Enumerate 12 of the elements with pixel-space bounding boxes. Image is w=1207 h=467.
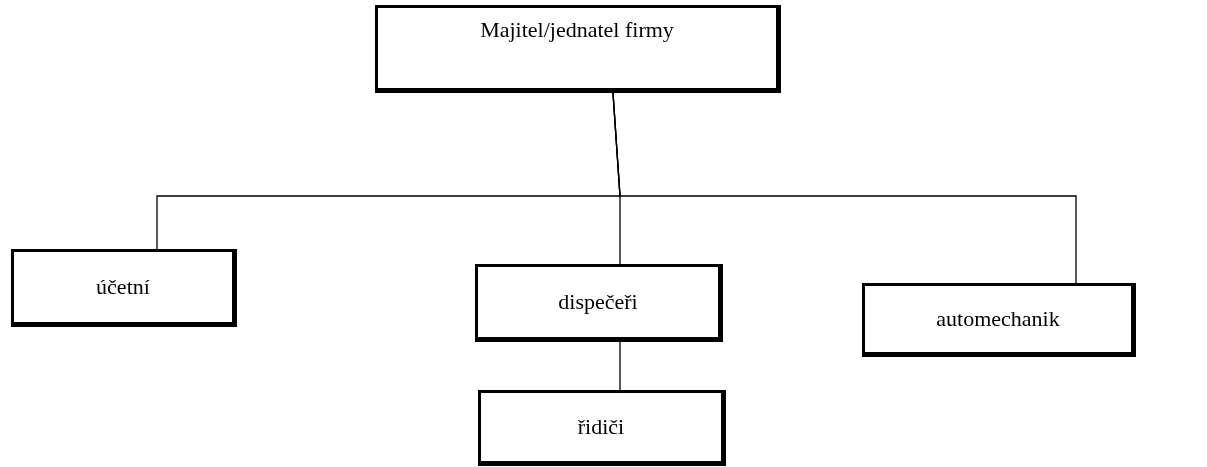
org-box bbox=[478, 390, 726, 466]
org-box bbox=[375, 5, 781, 93]
org-box bbox=[475, 264, 723, 342]
role-label: řidiči bbox=[577, 414, 625, 440]
role-label: Majitel/jednatel firmy bbox=[480, 17, 674, 43]
connector-line bbox=[612, 92, 1077, 284]
connector-line bbox=[619, 341, 621, 391]
org-box bbox=[11, 249, 237, 327]
org-box bbox=[862, 283, 1136, 357]
role-label: dispečeři bbox=[558, 289, 638, 315]
role-label: účetní bbox=[96, 274, 150, 300]
role-label: automechanik bbox=[936, 306, 1060, 332]
